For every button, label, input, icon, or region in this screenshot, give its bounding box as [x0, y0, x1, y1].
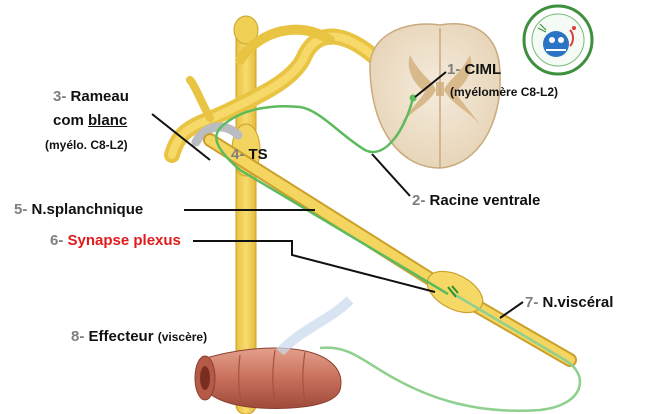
- label-effecteur-sub: (viscère): [158, 330, 207, 344]
- label-ts-num: 4-: [231, 146, 244, 163]
- label-splanchnique: 5- N.splanchnique: [14, 201, 143, 219]
- label-ts-text: TS: [249, 146, 268, 163]
- label-visceral-num: 7-: [525, 294, 538, 311]
- label-rameau-blanc: blanc: [88, 112, 127, 129]
- label-visceral: 7- N.viscéral: [525, 294, 613, 312]
- label-rameau-line2: com blanc: [53, 112, 127, 130]
- label-rameau-com: com: [53, 112, 88, 129]
- label-ciml: 1- CIML: [447, 61, 501, 79]
- label-synapse-num: 6-: [50, 232, 63, 249]
- label-rameau-text: Rameau: [71, 88, 129, 105]
- label-racine-num: 2-: [412, 192, 425, 209]
- label-ciml-num: 1-: [447, 61, 460, 78]
- label-synapse-plexus: 6- Synapse plexus: [50, 232, 181, 250]
- label-synapse-text: Synapse plexus: [68, 232, 181, 249]
- label-ciml-sub: (myélomère C8-L2): [450, 83, 558, 101]
- label-visceral-text: N.viscéral: [543, 294, 614, 311]
- label-splanchnique-num: 5-: [14, 201, 27, 218]
- label-racine-ventrale: 2- Racine ventrale: [412, 192, 540, 210]
- label-effecteur: 8- Effecteur (viscère): [71, 328, 207, 346]
- leader-7: [500, 302, 523, 318]
- label-ciml-text: CIML: [465, 61, 502, 78]
- label-racine-text: Racine ventrale: [430, 192, 541, 209]
- label-rameau-line1: 3- Rameau: [53, 88, 129, 106]
- label-rameau-sub-text: (myélo. C8-L2): [45, 138, 128, 152]
- label-rameau-sub: (myélo. C8-L2): [45, 136, 128, 154]
- label-effecteur-text: Effecteur: [89, 328, 154, 345]
- label-splanchnique-text: N.splanchnique: [32, 201, 144, 218]
- viscera-effector: [195, 300, 350, 408]
- label-ciml-sub-text: (myélomère C8-L2): [450, 85, 558, 99]
- leader-2: [372, 154, 410, 196]
- label-effecteur-num: 8-: [71, 328, 84, 345]
- label-ts: 4- TS: [231, 146, 268, 164]
- tutorat-logo: [524, 6, 592, 74]
- label-rameau-num: 3-: [53, 88, 66, 105]
